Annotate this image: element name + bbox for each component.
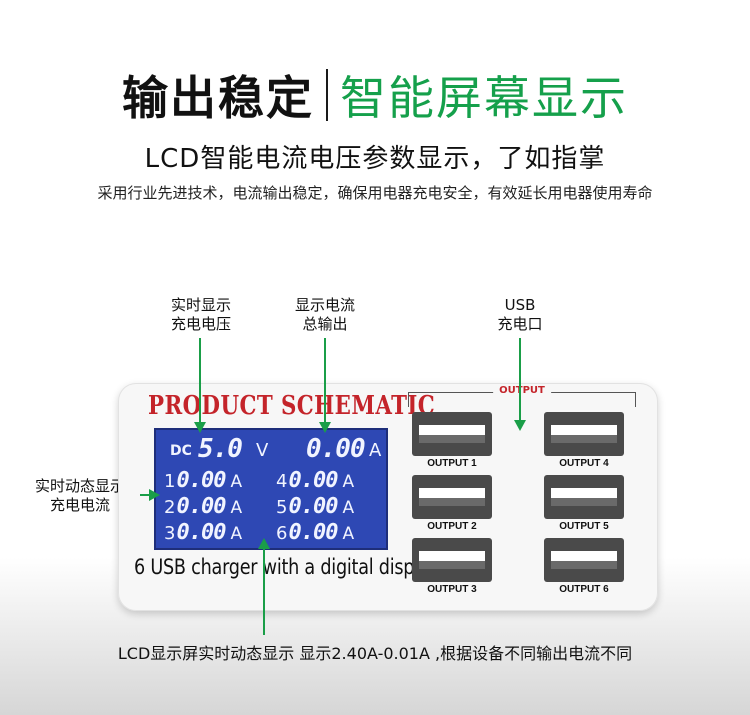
page-title: 输出稳定 智能屏幕显示 bbox=[0, 62, 750, 128]
lcd-total-current: 0.00 bbox=[306, 434, 366, 464]
callout-usb-port: USB 充电口 bbox=[497, 296, 543, 333]
callout-line-voltage bbox=[199, 338, 201, 424]
title-divider bbox=[326, 69, 328, 121]
usb-port-5: OUTPUT 5 bbox=[542, 475, 626, 532]
arrow-down-icon bbox=[514, 420, 526, 431]
callout-voltage: 实时显示 充电电压 bbox=[170, 296, 231, 333]
callout-dynamic-current: 实时动态显示 充电电流 bbox=[34, 477, 125, 514]
usb-jack-icon bbox=[412, 412, 492, 456]
port-label: OUTPUT 4 bbox=[559, 458, 609, 469]
usb-port-3: OUTPUT 3 bbox=[410, 538, 494, 595]
subtitle: LCD智能电流电压参数显示，了如指掌 bbox=[144, 144, 606, 174]
arrow-right-icon bbox=[149, 489, 160, 501]
usb-port-6: OUTPUT 6 bbox=[542, 538, 626, 595]
title-green: 智能屏幕显示 bbox=[340, 71, 628, 125]
lcd-dc-label: DC bbox=[170, 443, 192, 459]
title-bold: 输出稳定 bbox=[122, 71, 314, 125]
output-title: OUTPUT bbox=[493, 385, 551, 396]
usb-jack-icon bbox=[412, 475, 492, 519]
usb-port-1: OUTPUT 1 bbox=[410, 412, 494, 469]
callout-line-total bbox=[324, 338, 326, 424]
usb-port-2: OUTPUT 2 bbox=[410, 475, 494, 532]
usb-jack-icon bbox=[544, 412, 624, 456]
callout-line-dynamic bbox=[140, 494, 150, 496]
arrow-up-icon bbox=[258, 538, 270, 549]
port-label: OUTPUT 6 bbox=[559, 584, 609, 595]
brand-logo: PRODUCT SCHEMATIC bbox=[148, 391, 436, 421]
port-label: OUTPUT 2 bbox=[427, 521, 477, 532]
usb-jack-icon bbox=[544, 475, 624, 519]
device-tagline: 6 USB charger with a digital display bbox=[134, 555, 440, 579]
callout-line-bottom bbox=[263, 547, 265, 635]
arrow-down-icon bbox=[319, 422, 331, 433]
port-label: OUTPUT 5 bbox=[559, 521, 609, 532]
output-title-bracket: OUTPUT bbox=[408, 385, 636, 407]
callout-line-usb bbox=[519, 338, 521, 420]
bottom-caption: LCD显示屏实时动态显示 显示2.40A-0.01A ,根据设备不同输出电流不同 bbox=[117, 644, 633, 663]
usb-jack-icon bbox=[544, 538, 624, 582]
port-label: OUTPUT 3 bbox=[427, 584, 477, 595]
lcd-voltage: 5.0 bbox=[198, 434, 243, 464]
port-label: OUTPUT 1 bbox=[427, 458, 477, 469]
lcd-total-unit: A bbox=[369, 440, 382, 461]
arrow-down-icon bbox=[194, 422, 206, 433]
lcd-voltage-unit: V bbox=[256, 440, 269, 461]
callout-total-current: 显示电流 总输出 bbox=[294, 296, 355, 333]
usb-port-4: OUTPUT 4 bbox=[542, 412, 626, 469]
usb-jack-icon bbox=[412, 538, 492, 582]
description: 采用行业先进技术，电流输出稳定，确保用电器充电安全，有效延长用电器使用寿命 bbox=[97, 184, 653, 202]
